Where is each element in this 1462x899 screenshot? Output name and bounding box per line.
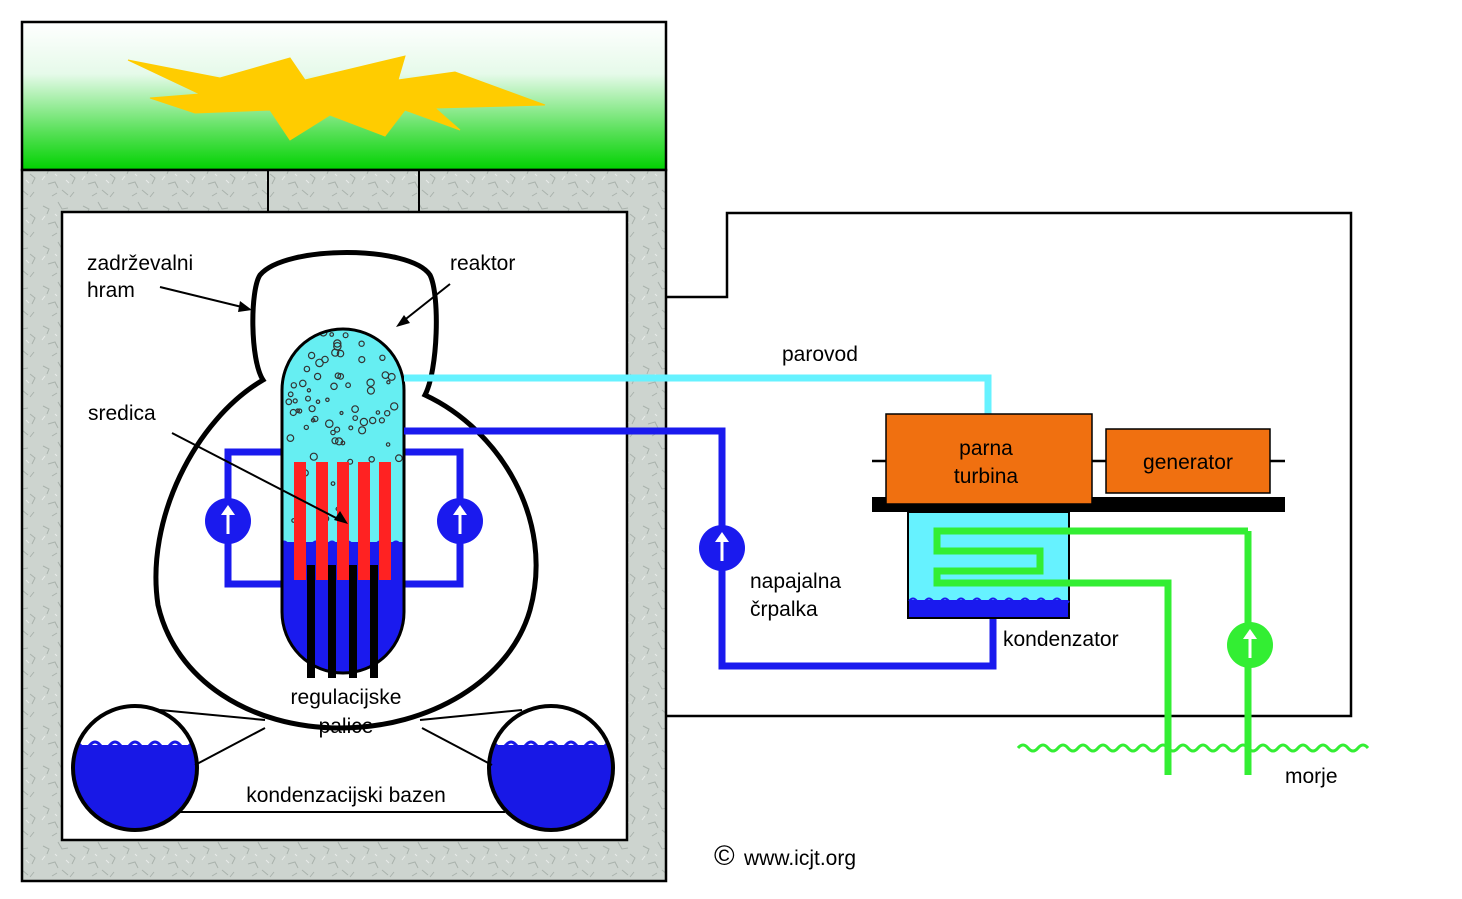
concrete-building (20, 168, 668, 883)
condensation-pool-left (71, 704, 199, 832)
steam-bubble (395, 454, 403, 463)
steam-bubble (329, 332, 335, 337)
steam-bubble (347, 458, 354, 465)
cooling-pump (1227, 622, 1273, 668)
condensation-pool-right (487, 704, 615, 832)
steam-bubble (379, 354, 386, 361)
steam-bubble (368, 455, 376, 463)
steam-bubble (358, 340, 365, 347)
steam-bubble (334, 372, 342, 380)
steam-bubble (334, 426, 341, 433)
steam-bubble (305, 395, 312, 402)
steam-bubble (310, 417, 316, 423)
steam-bubble (358, 426, 367, 435)
steam-bubble (375, 410, 381, 415)
copyright-text: www.icjt.org (743, 847, 856, 870)
steam-bubble (330, 382, 338, 391)
pointer-arrows (159, 283, 451, 524)
steam-line (404, 374, 992, 414)
reactor-vessel (280, 327, 406, 675)
steam-bubble (313, 372, 322, 381)
control-rods (307, 565, 378, 678)
steam-bubble (321, 355, 329, 364)
sea-surface (1016, 743, 1370, 753)
steam-bubble (331, 348, 340, 357)
fuel-rods (294, 462, 391, 580)
steam-bubble (333, 339, 342, 348)
steam-bubble (352, 415, 359, 422)
label-turbine-1: parna (959, 437, 1013, 460)
steam-bubble (342, 332, 349, 339)
label-core: sredica (88, 402, 156, 425)
recirculation-pump-right (437, 498, 483, 544)
explosion-shape (127, 55, 546, 141)
steam-bubble (366, 386, 375, 395)
feedwater-line (404, 427, 997, 670)
label-turbine-2: turbina (954, 465, 1019, 488)
steam-bubble (335, 437, 344, 446)
steam-bubble (292, 398, 298, 404)
label-control-rods-1: regulacijske (291, 686, 402, 709)
steam-bubble (308, 405, 316, 413)
steam-bubble (390, 402, 399, 411)
label-pool: kondenzacijski bazen (246, 784, 446, 807)
steam-bubble (330, 481, 336, 487)
steam-bubble (315, 399, 321, 405)
steam-bubble (315, 358, 324, 368)
steam-bubble (285, 398, 293, 406)
label-control-rods-2: palice (319, 715, 374, 738)
label-pump-1: napajalna (750, 570, 841, 593)
copyright-symbol: © (714, 840, 735, 871)
label-steam-line: parovod (782, 343, 858, 366)
steam-bubble (306, 388, 312, 393)
steam-bubble (351, 405, 360, 414)
steam-bubble (337, 373, 345, 380)
steam-bubble (303, 424, 309, 431)
steam-bubble (386, 380, 391, 385)
steam-bubble (381, 371, 390, 380)
steam-bubble (287, 391, 294, 398)
steam-bubble (330, 429, 336, 436)
steam-bubble (348, 425, 354, 431)
label-condenser: kondenzator (1003, 628, 1119, 651)
steam-bubble (336, 349, 345, 358)
steam-bubble (309, 452, 318, 461)
steam-bubble (324, 419, 334, 429)
generator-box (1105, 428, 1271, 494)
turbine-building (666, 211, 1353, 718)
steam-bubble (369, 416, 377, 425)
steam-bubble (358, 356, 366, 364)
steam-bubble (385, 442, 391, 447)
steam-bubble (359, 417, 369, 427)
steam-bubble (286, 434, 295, 443)
steam-bubble (297, 408, 303, 414)
steam-bubble (345, 382, 352, 389)
steam-bubble (366, 378, 375, 387)
label-containment-2: hram (87, 279, 135, 302)
label-generator: generator (1143, 451, 1233, 474)
cooling-coil (933, 527, 1248, 775)
steam-bubble (378, 417, 385, 424)
feedwater-pump (699, 525, 745, 571)
steam-bubble (325, 397, 330, 403)
steam-bubble (384, 410, 391, 417)
steam-bubble (331, 437, 339, 445)
label-reactor: reaktor (450, 252, 515, 275)
steam-turbine (885, 413, 1093, 505)
pool-connections (159, 709, 523, 813)
recirculation-pump-left (205, 498, 251, 544)
steam-bubble (303, 365, 311, 373)
steam-bubble (339, 410, 344, 416)
label-containment-1: zadrževalni (87, 252, 193, 275)
steam-bubble (298, 379, 307, 388)
label-sea: morje (1285, 765, 1338, 788)
label-pump-2: črpalka (750, 598, 818, 621)
steam-bubble (290, 382, 297, 389)
steam-bubble (307, 351, 316, 360)
